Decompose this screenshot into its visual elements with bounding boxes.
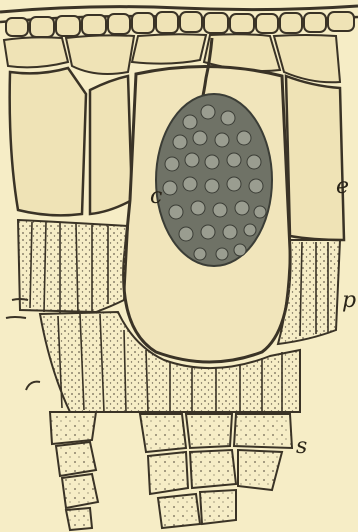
spongy-cells-left xyxy=(50,412,98,530)
label-c: c xyxy=(150,186,162,208)
cystolith xyxy=(156,94,272,266)
cut-edge-marks xyxy=(6,299,40,390)
spongy-cells-right xyxy=(140,414,292,528)
label-e: e xyxy=(336,176,349,198)
label-s: s xyxy=(296,436,307,458)
upper-epidermis xyxy=(0,6,358,37)
palisade-left xyxy=(18,220,128,314)
label-p: p xyxy=(342,290,356,312)
